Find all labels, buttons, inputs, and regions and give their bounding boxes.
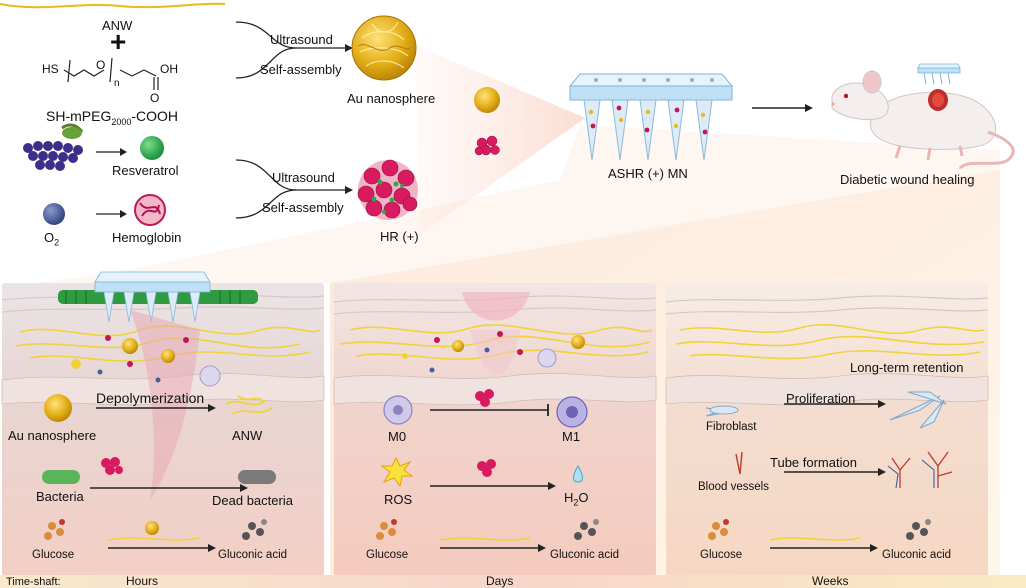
hr-label: HR (+): [380, 229, 419, 244]
weeks-glucose-label: Glucose: [700, 549, 743, 561]
o2-label: O2: [44, 230, 59, 248]
h2o-sub: 2: [573, 497, 579, 508]
m0-label: M0: [388, 429, 407, 444]
timeline-label: Time-shaft:: [6, 576, 61, 588]
ros-label: ROS: [384, 492, 413, 507]
ros-icon: [380, 456, 414, 488]
peg-suffix: -COOH: [131, 108, 179, 124]
hours-gluconic-label: Gluconic acid: [218, 549, 288, 561]
resveratrol-icon: [140, 136, 164, 160]
anw-label: ANW: [102, 18, 133, 33]
timeline-hours: Hours: [126, 574, 159, 588]
o2-icon: [43, 203, 65, 225]
o2-base: O: [44, 230, 55, 245]
hours-skin-details: [58, 271, 258, 500]
hours-anw-label: ANW: [232, 428, 263, 443]
struct-oh: OH: [160, 62, 178, 76]
depolymerization-label: Depolymerization: [96, 390, 205, 406]
hr-cluster-large: [357, 159, 418, 220]
fibroblast-label: Fibroblast: [706, 421, 757, 433]
selfassembly-label-1: Self-assembly: [260, 62, 342, 77]
hemoglobin-label: Hemoglobin: [112, 230, 182, 245]
timeline-bar: [0, 575, 1026, 588]
ultrasound-label-1: Ultrasound: [270, 32, 333, 47]
weeks-icons: [705, 391, 953, 552]
flow-arrows-top: [235, 21, 345, 219]
o2-sub: 2: [54, 237, 60, 248]
long-term-label: Long-term retention: [850, 360, 964, 375]
dead-bacteria-label: Dead bacteria: [212, 493, 293, 508]
au-nanosphere-large: [351, 15, 417, 81]
struct-hs: HS: [42, 62, 59, 76]
hours-au-nanosphere-label: Au nanosphere: [8, 428, 97, 443]
peg-base: SH-mPEG: [46, 108, 112, 124]
microneedle-patch: [568, 73, 734, 161]
m1-label: M1: [562, 429, 581, 444]
gluconic-icon: [242, 519, 267, 540]
timeline-weeks: Weeks: [812, 574, 849, 588]
au-nanosphere-label: Au nanosphere: [347, 91, 436, 106]
days-icons: [376, 389, 599, 552]
mouse-illustration: [831, 63, 1015, 170]
hemoglobin-icon: [134, 194, 166, 226]
tube-formation-label: Tube formation: [770, 455, 857, 470]
struct-n: n: [114, 78, 120, 89]
ultrasound-label-2: Ultrasound: [272, 170, 335, 185]
wound-healing-label: Diabetic wound healing: [840, 172, 975, 187]
h2o-label: H2O: [564, 490, 589, 508]
h2o-suffix: O: [578, 490, 589, 505]
blood-vessels-label: Blood vessels: [698, 481, 769, 493]
days-glucose-label: Glucose: [366, 549, 409, 561]
plus-icon: +: [110, 26, 127, 57]
struct-o-bottom: O: [150, 91, 160, 105]
peg-formula: SH-mPEG2000-COOH: [46, 108, 178, 127]
hours-glucose-label: Glucose: [32, 549, 75, 561]
proliferation-label: Proliferation: [786, 391, 856, 406]
selfassembly-label-2: Self-assembly: [262, 200, 344, 215]
timeline-days: Days: [486, 574, 514, 588]
glucose-icon: [44, 519, 65, 540]
resveratrol-label: Resveratrol: [112, 163, 179, 178]
peg-structure: [63, 57, 159, 90]
water-drop-icon: [573, 465, 583, 483]
peg-sub: 2000: [111, 116, 132, 127]
struct-o: O: [96, 58, 106, 72]
hours-icons: [42, 394, 276, 552]
days-skin-details: [402, 292, 585, 375]
h2o-base: H: [564, 490, 574, 505]
grapes-icon: [23, 123, 84, 171]
mn-label: ASHR (+) MN: [608, 166, 688, 181]
bacteria-label: Bacteria: [36, 489, 84, 504]
days-gluconic-label: Gluconic acid: [550, 549, 620, 561]
weeks-gluconic-label: Gluconic acid: [882, 549, 952, 561]
